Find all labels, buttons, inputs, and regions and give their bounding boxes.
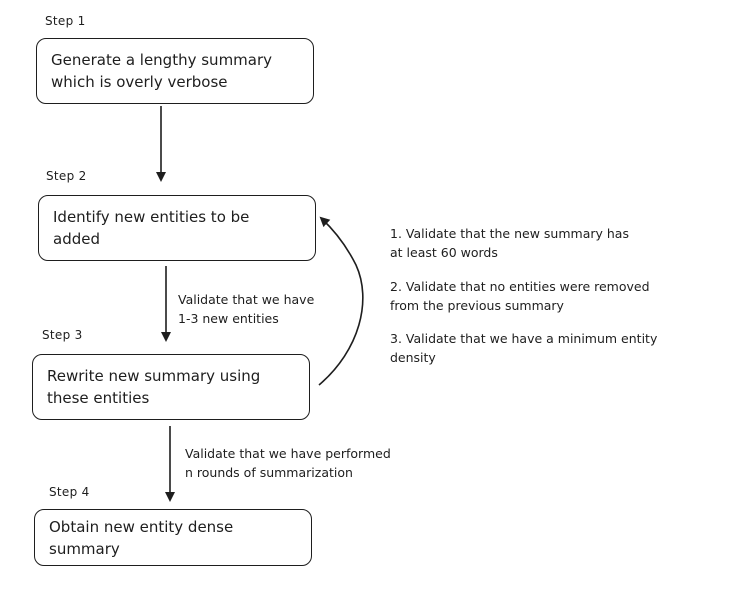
loop-arrow-step3-to-step2 — [318, 216, 364, 386]
validation-note-2: 2. Validate that no entities were remove… — [390, 279, 650, 313]
step-3-label: Step 3 — [42, 328, 83, 342]
validation-note-1: 1. Validate that the new summary has at … — [390, 226, 629, 260]
step-4-text: Obtain new entity dense summary — [49, 517, 234, 558]
step-2-label: Step 2 — [46, 169, 87, 183]
step-2-box: Identify new entities to be added — [38, 195, 316, 261]
step-1-label: Step 1 — [45, 14, 86, 28]
step-4-box: Obtain new entity dense summary — [34, 509, 312, 566]
step-1-box: Generate a lengthy summary which is over… — [36, 38, 314, 104]
edge-note-step2-to-step3: Validate that we have 1-3 new entities — [178, 292, 315, 326]
validation-note-3: 3. Validate that we have a minimum entit… — [390, 331, 658, 365]
step-3-text: Rewrite new summary using these entities — [47, 367, 261, 407]
step-1-text: Generate a lengthy summary which is over… — [51, 51, 273, 91]
step-2-text: Identify new entities to be added — [53, 208, 250, 248]
edge-note-step3-to-step4: Validate that we have performed n rounds… — [185, 446, 391, 480]
step-4-label: Step 4 — [49, 485, 90, 499]
step-3-box: Rewrite new summary using these entities — [32, 354, 310, 420]
